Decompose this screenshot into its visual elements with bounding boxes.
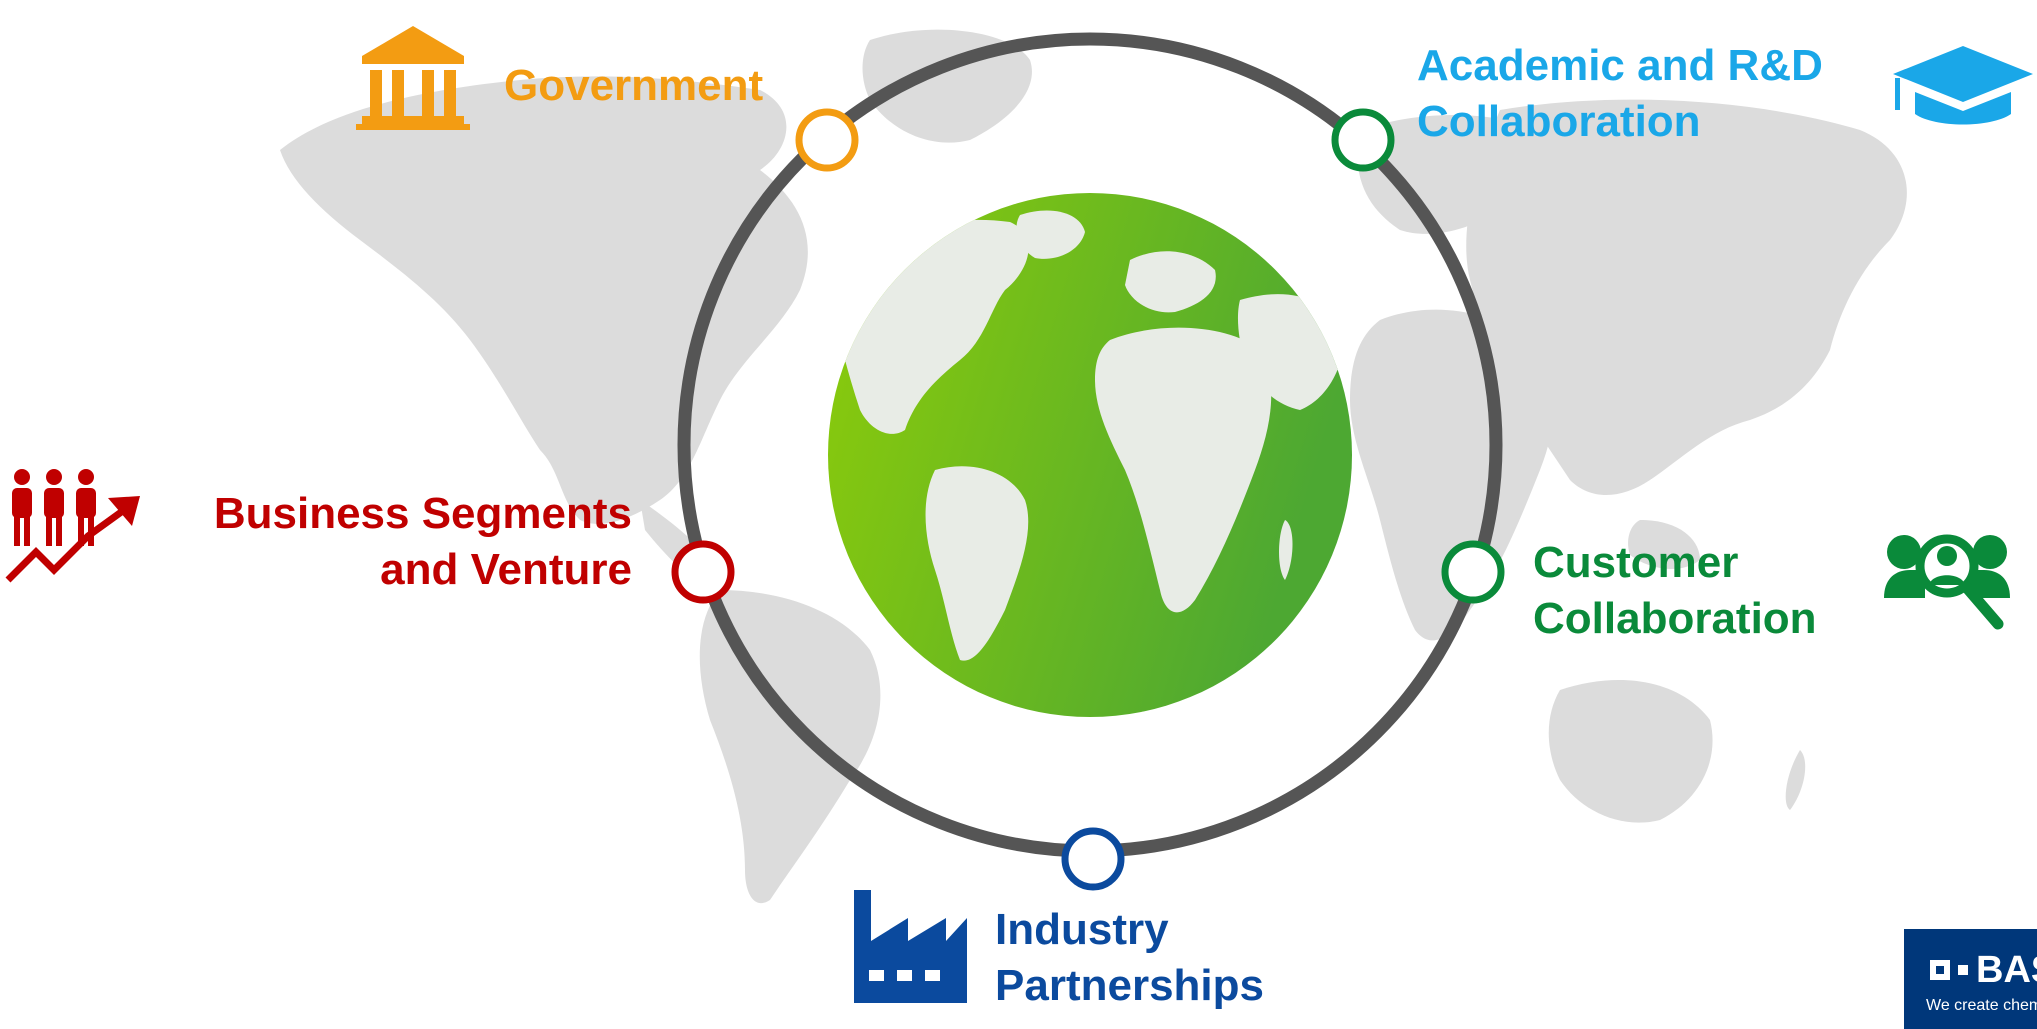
factory-icon	[854, 890, 967, 1003]
label-line: Collaboration	[1417, 97, 1701, 146]
node-government	[795, 108, 859, 172]
label-line: Industry	[995, 905, 1169, 954]
label-line: Academic and R&D	[1417, 41, 1823, 90]
node-industry	[1061, 827, 1125, 891]
label-government: Government	[504, 58, 763, 114]
node-academic	[1331, 108, 1395, 172]
node-business	[671, 540, 735, 604]
logo-name: BASF	[1976, 948, 2037, 991]
label-academic: Academic and R&D Collaboration	[1417, 38, 1823, 150]
logo-square-icon	[1930, 959, 1950, 980]
label-line: Partnerships	[995, 961, 1264, 1010]
label-industry: Industry Partnerships	[995, 902, 1264, 1014]
logo-tagline: We create chemistry	[1926, 997, 2037, 1014]
graduation-cap-icon	[1893, 46, 2033, 125]
label-line: Customer	[1533, 538, 1739, 587]
globe	[828, 193, 1352, 717]
basf-logo: BASF We create chemistry	[1904, 929, 2037, 1029]
basf-logo-mark: BASF	[1930, 949, 2037, 989]
label-line: Government	[504, 61, 764, 110]
government-building-icon	[356, 26, 470, 130]
label-line: and Venture	[380, 545, 632, 594]
label-customer: Customer Collaboration	[1533, 535, 1817, 647]
logo-dot-icon	[1958, 964, 1968, 975]
label-line: Collaboration	[1533, 594, 1817, 643]
node-customer	[1441, 540, 1505, 604]
people-growth-icon	[5, 469, 140, 583]
label-line: Business Segments	[213, 489, 632, 538]
label-business: Business Segments and Venture	[140, 486, 632, 598]
customer-search-icon	[1884, 534, 2010, 630]
